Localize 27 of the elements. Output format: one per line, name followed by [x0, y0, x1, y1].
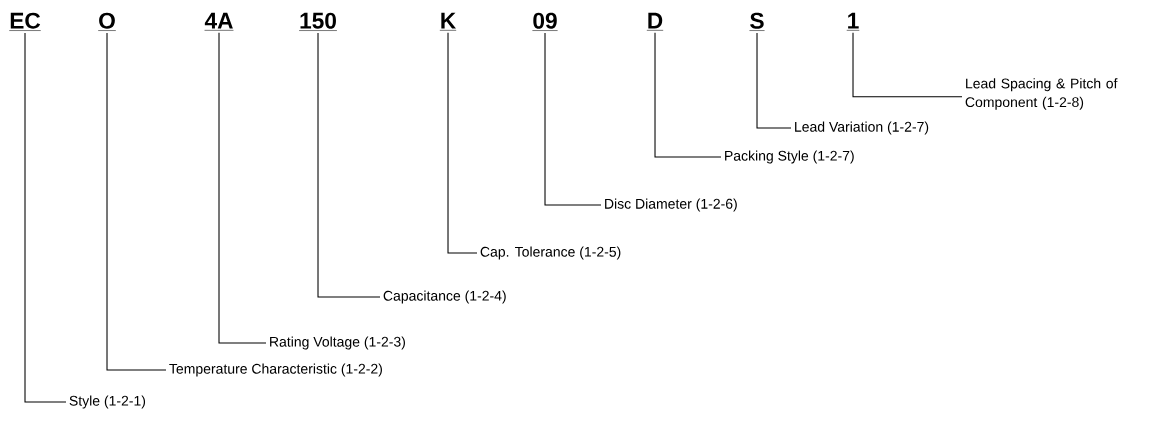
description-label: Capacitance (1-2-4) — [383, 290, 506, 304]
leader-line — [756, 32, 792, 129]
description-label: Rating Voltage (1-2-3) — [270, 336, 405, 350]
leader-line — [654, 32, 722, 158]
leader-line — [544, 32, 602, 206]
leader-line — [447, 32, 478, 254]
leader-line — [218, 32, 267, 344]
leader-line — [106, 32, 167, 371]
code-part: O — [97, 12, 117, 31]
code-part: 4A — [204, 12, 234, 31]
code-part: D — [646, 12, 664, 31]
code-part: 09 — [532, 12, 558, 31]
code-part: EC — [9, 12, 41, 31]
leader-line — [24, 32, 67, 403]
code-part: 150 — [298, 12, 338, 31]
leader-line — [317, 32, 381, 298]
description-label: Lead Spacing & Pitch of Component (1-2-8) — [965, 78, 1118, 110]
code-part: K — [439, 12, 457, 31]
description-label: Lead Variation (1-2-7) — [795, 121, 929, 135]
description-label: Temperature Characteristic (1-2-2) — [169, 363, 382, 377]
code-part: S — [749, 12, 765, 31]
leader-line — [852, 32, 963, 98]
description-label: Packing Style (1-2-7) — [725, 150, 854, 164]
description-label: Disc Diameter (1-2-6) — [605, 198, 737, 212]
description-label: Cap. Tolerance (1-2-5) — [480, 246, 621, 260]
description-label: Style (1-2-1) — [69, 395, 146, 409]
code-part: 1 — [846, 12, 860, 31]
